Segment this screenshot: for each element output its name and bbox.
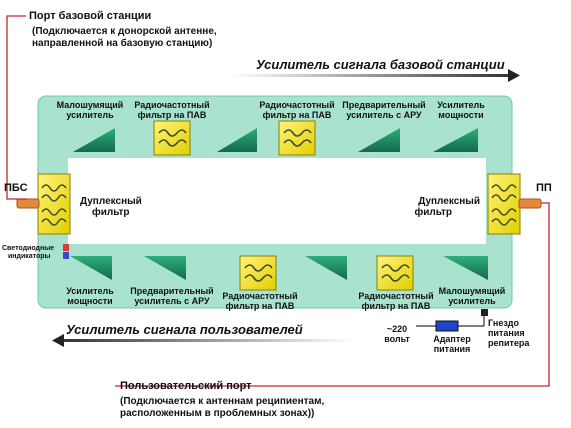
duplexer-right-label: Дуплексный фильтр — [412, 196, 480, 218]
user-port-leader-line — [115, 202, 550, 387]
user-port-note-line1: (Подключается к антеннам реципиентам, — [120, 396, 325, 407]
user-port-note-line2: расположенным в проблемных зонах)) — [120, 408, 315, 419]
bottom-chain-label-3-line2: фильтр на ПАВ — [225, 301, 295, 311]
bottom-chain-label-2-line2: усилитель с АРУ — [134, 296, 210, 306]
amplifier-icon — [144, 256, 186, 280]
bottom-chain-label-3: Радиочастотный фильтр на ПАВ — [212, 291, 308, 311]
top-chain-label-1-line1: Малошумящий — [56, 100, 124, 110]
jack-label-line1: Гнездо — [488, 318, 520, 328]
port-plug-right — [518, 198, 542, 209]
adapter-label-line2: питания — [433, 344, 471, 354]
top-chain-label-2: Радиочастотный фильтр на ПАВ — [128, 100, 216, 120]
top-chain-label-2-line1: Радиочастотный — [134, 100, 210, 110]
saw-filter-icon — [376, 255, 414, 291]
bottom-chain-label-2-line1: Предварительный — [130, 286, 214, 296]
saw-filter-icon — [153, 120, 191, 156]
top-chain-label-5-line2: мощности — [438, 110, 484, 120]
top-chain-label-4: Предварительный усилитель с АРУ — [336, 100, 432, 120]
bs-port-leader-line — [6, 15, 27, 200]
duplexer-filter-icon — [37, 173, 71, 235]
amplifier-icon — [443, 256, 488, 280]
amplifier-icon — [358, 128, 400, 152]
led-label-line1: Светодиодные — [2, 245, 55, 252]
bottom-chain-label-5-line2: усилитель — [448, 296, 496, 306]
duplexer-left-label: Дуплексный фильтр — [80, 196, 142, 218]
top-chain-label-3-line2: фильтр на ПАВ — [262, 110, 332, 120]
downlink-title: Усилитель сигнала пользователей — [66, 322, 303, 337]
top-chain-label-3: Радиочастотный фильтр на ПАВ — [252, 100, 342, 120]
bottom-chain-label-4: Радиочастотный фильтр на ПАВ — [348, 291, 444, 311]
led-indicator-icon — [63, 244, 69, 259]
top-chain-label-4-line1: Предварительный — [342, 100, 426, 110]
duplexer-right-line1: Дуплексный — [418, 196, 480, 207]
top-chain-label-4-line2: усилитель с АРУ — [346, 110, 422, 120]
saw-filter-icon — [239, 255, 277, 291]
port-plug-left — [16, 198, 40, 209]
bottom-chain-label-5: Малошумящий усилитель — [436, 286, 508, 306]
duplexer-left-line1: Дуплексный — [80, 196, 142, 207]
top-chain-label-5: Усилитель мощности — [426, 100, 496, 120]
bs-port-note-line2: направленной на базовую станцию) — [32, 38, 213, 49]
amplifier-icon — [433, 128, 478, 152]
port-label-right: ПП — [536, 182, 552, 194]
jack-label-line2: питания — [488, 328, 525, 338]
bottom-chain-label-1-line1: Усилитель — [66, 286, 114, 296]
bs-port-title: Порт базовой станции — [29, 10, 152, 22]
jack-label-line3: репитера — [488, 338, 530, 348]
bottom-chain-label-4-line2: фильтр на ПАВ — [361, 301, 431, 311]
voltage-value: ~220 — [386, 324, 408, 334]
top-chain-label-2-line2: фильтр на ПАВ — [137, 110, 207, 120]
led-label-line2: индикаторы — [8, 253, 51, 260]
bottom-chain-label-1-line2: мощности — [67, 296, 113, 306]
power-adapter-icon — [416, 309, 488, 332]
top-chain-label-1-line2: усилитель — [66, 110, 114, 120]
bottom-chain-label-2: Предварительный усилитель с АРУ — [124, 286, 220, 306]
voltage-label: ~220 вольт — [382, 324, 412, 344]
led-label: Светодиодные индикаторы — [2, 245, 54, 261]
amplifier-icon — [73, 128, 115, 152]
amplifier-icon — [70, 256, 112, 280]
uplink-arrow-icon — [232, 69, 520, 82]
uplink-title: Усилитель сигнала базовой станции — [256, 57, 505, 72]
duplexer-filter-icon — [487, 173, 521, 235]
amplifier-icon — [217, 128, 257, 152]
user-port-title: Пользовательский порт — [120, 380, 252, 392]
top-chain-label-3-line1: Радиочастотный — [259, 100, 335, 110]
jack-label: Гнездо питания репитера — [488, 318, 529, 348]
bottom-chain-label-3-line1: Радиочастотный — [222, 291, 298, 301]
duplexer-left-line2: фильтр — [92, 207, 130, 218]
bs-port-note-line1: (Подключается к донорской антенне, — [32, 26, 217, 37]
voltage-unit: вольт — [384, 334, 410, 344]
duplexer-right-line2: фильтр — [414, 207, 452, 218]
top-chain-label-1: Малошумящий усилитель — [52, 100, 128, 120]
bottom-chain-label-1: Усилитель мощности — [58, 286, 122, 306]
bottom-chain-label-5-line1: Малошумящий — [438, 286, 506, 296]
saw-filter-icon — [278, 120, 316, 156]
downlink-arrow-icon — [52, 334, 354, 347]
top-chain-label-5-line1: Усилитель — [437, 100, 485, 110]
adapter-label-line1: Адаптер — [433, 334, 471, 344]
board-hole — [68, 158, 486, 244]
amplifier-icon — [305, 256, 347, 280]
port-label-left: ПБС — [4, 182, 28, 194]
adapter-label: Адаптер питания — [430, 334, 474, 354]
bottom-chain-label-4-line1: Радиочастотный — [358, 291, 434, 301]
